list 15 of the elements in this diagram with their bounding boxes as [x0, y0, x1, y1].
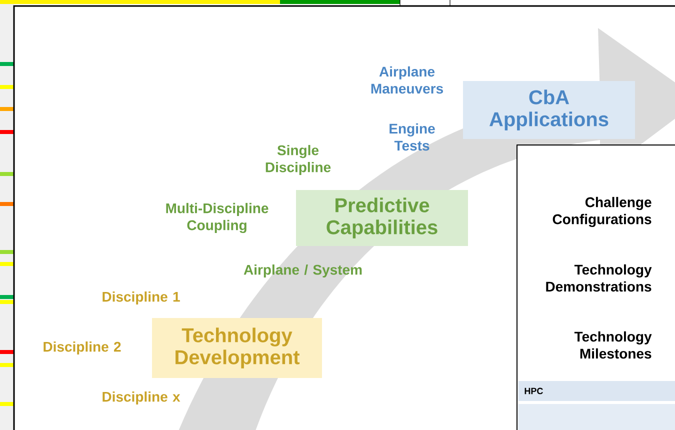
label: Challenge Configurations [552, 196, 652, 228]
stage-box: Technology Development [152, 318, 322, 378]
label: Technology Milestones [574, 331, 652, 359]
label: Single Discipline [266, 144, 331, 176]
label: Discipline 1 [102, 291, 180, 305]
label: Discipline x [102, 391, 180, 404]
label: Multi-Discipline Coupling [166, 202, 268, 234]
label: Discipline 2 [44, 341, 121, 354]
label: Airplane Maneuvers [371, 66, 443, 94]
label: Technology Demonstrations [546, 264, 652, 292]
stage-box: CbA Applications [463, 81, 635, 139]
band: HPC [518, 381, 675, 401]
stage-box: Predictive Capabilities [296, 190, 468, 246]
label: Airplane / System [244, 264, 362, 278]
label: Engine Tests [390, 123, 435, 151]
